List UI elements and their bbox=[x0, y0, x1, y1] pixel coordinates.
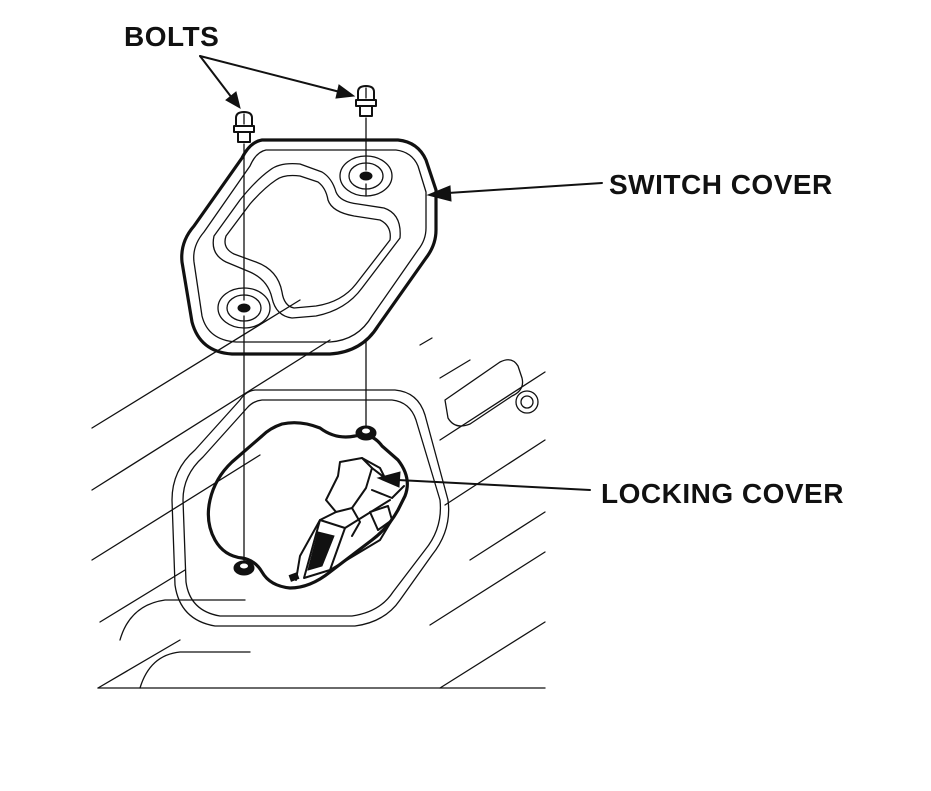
locking-cover-label: LOCKING COVER bbox=[601, 478, 844, 509]
bolt-right-icon bbox=[355, 85, 377, 117]
bolts-label: BOLTS bbox=[124, 21, 219, 52]
housing-panel bbox=[91, 299, 546, 689]
switch-recess bbox=[171, 389, 450, 627]
switch-cover-plate bbox=[180, 138, 438, 356]
switch-cover-leader-arrow bbox=[426, 182, 603, 202]
locking-cover-part bbox=[288, 457, 405, 582]
switch-cover-label: SWITCH COVER bbox=[609, 169, 833, 200]
alignment-lines bbox=[243, 117, 367, 563]
bolt-left-icon bbox=[233, 111, 255, 143]
housing-hole-icon bbox=[515, 390, 539, 414]
bolts-leader-arrows bbox=[199, 55, 356, 110]
locking-cover-leader-arrow bbox=[376, 471, 591, 491]
